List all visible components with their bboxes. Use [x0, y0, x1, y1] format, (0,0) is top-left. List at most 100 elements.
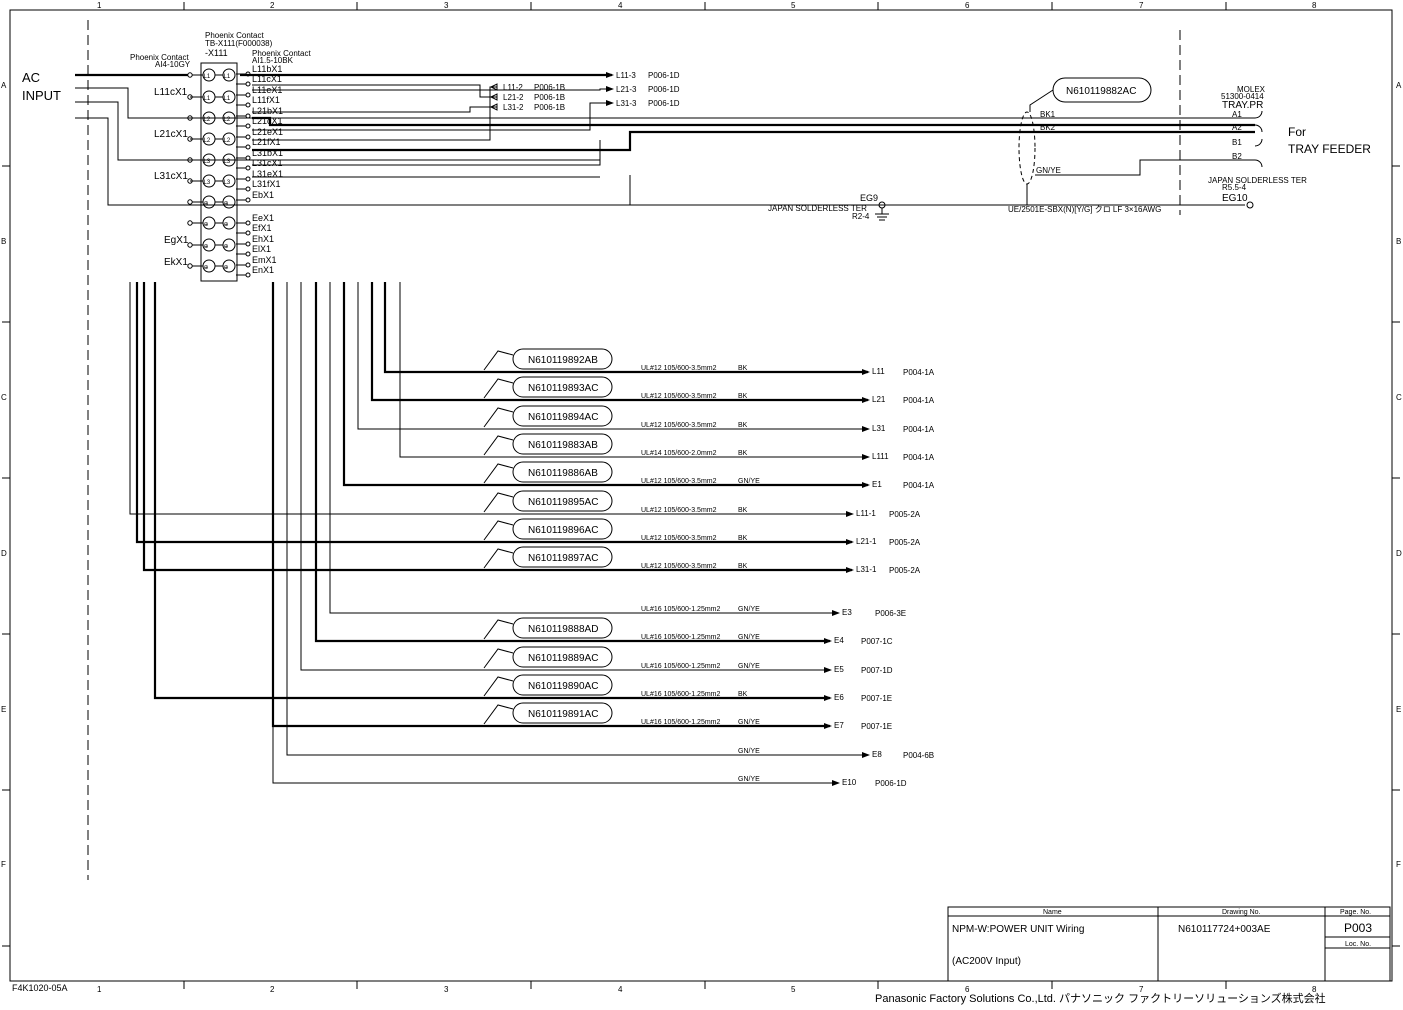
right-ferrule: [245, 81, 251, 87]
right-wire-EeX1: EeX1: [252, 213, 274, 223]
left-wire-EgX1: EgX1: [164, 235, 189, 246]
right-ferrule: [245, 251, 251, 257]
title-page-no-header: Page. No.: [1340, 909, 1371, 916]
cable-id-leader: [483, 378, 514, 399]
title-drawing-no-header: Drawing No.: [1222, 909, 1261, 916]
right-ferrule: [245, 241, 251, 247]
cable-arrow: [846, 511, 854, 517]
cable-color: GN/YE: [738, 719, 760, 726]
cable-wire: [314, 282, 830, 643]
cable-wire: [342, 282, 868, 487]
terminal-right-label: L3: [224, 180, 231, 186]
cable-wire: [286, 282, 868, 756]
right-wire-EfX1: EfX1: [252, 223, 272, 233]
cable-id-leader: [483, 492, 514, 513]
cable-id-leader: [483, 435, 514, 456]
grid-row-right-A: A: [1396, 81, 1402, 90]
cable-ref: P004-1A: [903, 396, 935, 405]
right-wire-L31cX1: L31cX1: [252, 158, 283, 168]
cable-spec: UL#12 105/600-3.5mm2: [641, 422, 717, 429]
cable-ref: P004-1A: [903, 453, 935, 462]
cable-id: N610119886AB: [528, 468, 598, 479]
grid-col-top-6: 6: [965, 1, 970, 10]
cable-id: N610119892AB: [528, 355, 598, 366]
cable-wire: [272, 282, 838, 784]
terminal-right-label: ⊕: [224, 201, 229, 207]
grid-col-bottom-7: 7: [1139, 985, 1144, 994]
ferrule-left: [187, 72, 193, 78]
tray-cable-spec: UE/2501E-SBX(N)[Y/G] クロ LF 3×16AWG: [1008, 205, 1161, 214]
ferrule-left: [187, 199, 193, 205]
right-ferrule: [245, 230, 251, 236]
cable-id: N610119896AC: [528, 525, 598, 536]
cable-id-box: [512, 646, 613, 668]
grid-col-bottom-1: 1: [97, 985, 102, 994]
grid-row-right-F: F: [1396, 860, 1401, 869]
cable-wire: [370, 282, 868, 402]
cable-color: BK: [738, 422, 748, 429]
terminal-left-label: L2: [204, 117, 211, 123]
ac-input-wires: [75, 73, 1255, 206]
tray-feeder-label: TRAY FEEDER: [1288, 142, 1371, 156]
tray-wire-gnye: GN/YE: [1036, 166, 1061, 175]
pin-b1: B1: [1232, 138, 1242, 147]
right-wire-L21bX1: L21bX1: [252, 106, 283, 116]
grid-row-left-D: D: [1, 549, 7, 558]
cable-id: N610119894AC: [528, 412, 598, 423]
cable-arrow: [832, 780, 840, 786]
grid-col-bottom-5: 5: [791, 985, 796, 994]
cable-id: N610119890AC: [528, 681, 598, 692]
cable-spec: UL#12 105/600-3.5mm2: [641, 393, 717, 400]
cable-ref: P005-2A: [889, 510, 921, 519]
cable-wire: [129, 282, 852, 515]
terminal-right-label: L1: [224, 74, 231, 80]
cable-dest: L31-1: [856, 565, 877, 574]
grid-col-top-3: 3: [444, 1, 449, 10]
title-block: Name Drawing No. Page. No. NPM-W:POWER U…: [947, 906, 1391, 982]
cable-dest: E7: [834, 721, 844, 730]
cable-wire: [300, 282, 830, 671]
cable-spec: UL#16 105/600-1.25mm2: [641, 719, 720, 726]
cable-id-leader: [483, 463, 514, 484]
inner-ref-page: P006-1B: [534, 83, 565, 92]
cable-id-box: [512, 546, 613, 568]
cable-wire: [329, 282, 838, 614]
right-ferrule: [245, 176, 251, 182]
inner-ref-wire-L11-2: L11-2: [503, 83, 523, 92]
cable-color: BK: [738, 365, 748, 372]
tray-wire-bk2: BK2: [1040, 123, 1056, 132]
cable-id-leader: [483, 350, 514, 371]
cable-spec: UL#12 105/600-3.5mm2: [641, 507, 717, 514]
tray-wire-bk1: BK1: [1040, 110, 1056, 119]
cable-arrow: [846, 539, 854, 545]
right-wire-ElX1: ElX1: [252, 244, 271, 254]
terminal-left-label: ⊕: [204, 265, 209, 271]
terminal-right-label: L1: [224, 96, 231, 102]
grid-row-left-B: B: [1, 237, 6, 246]
cable-dest: L11: [872, 367, 885, 376]
top-connections: [240, 73, 1255, 178]
eg10-label: EG10: [1222, 193, 1248, 204]
cable-arrow: [862, 397, 870, 403]
grid-col-bottom-4: 4: [618, 985, 623, 994]
terminal-right-label: ⊕: [224, 265, 229, 271]
pin-a1: A1: [1232, 110, 1242, 119]
grid-row-right-D: D: [1396, 549, 1402, 558]
cable-color: GN/YE: [738, 634, 760, 641]
company-footer: Panasonic Factory Solutions Co.,Ltd. パナソ…: [875, 991, 1326, 1005]
cable-id: N610119893AC: [528, 383, 598, 394]
title-name-header: Name: [1043, 909, 1062, 916]
grid-row-left-C: C: [1, 393, 7, 402]
inner-ref-wire-L21-2: L21-2: [503, 93, 524, 102]
right-ferrule: [245, 186, 251, 192]
cable-color: BK: [738, 563, 748, 570]
cable-wire: [357, 282, 868, 430]
molex-label-3: TRAY.PR: [1222, 100, 1263, 111]
cable-color: GN/YE: [738, 776, 760, 783]
